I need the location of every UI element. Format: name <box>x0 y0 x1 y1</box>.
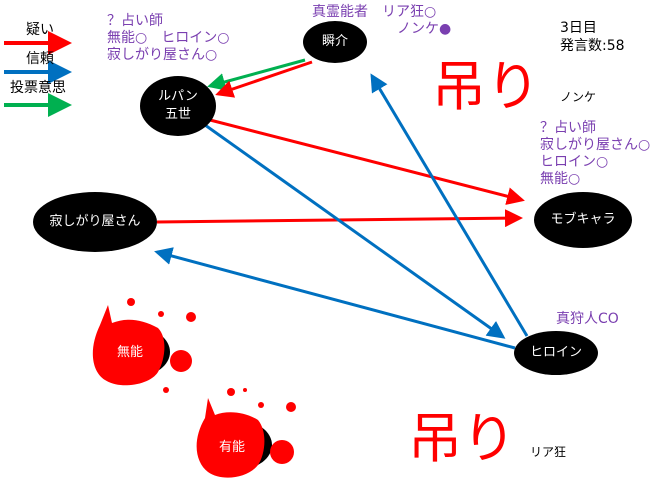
day-label: 3日目 <box>560 20 597 36</box>
node-lupin-label-line2: 五世 <box>164 107 191 122</box>
legend-trust-label: 信頼 <box>26 51 54 67</box>
node-shunsuke <box>303 21 367 63</box>
shunsuke-note-line: ノンケ● <box>397 21 452 37</box>
node-munou-dead <box>92 298 196 393</box>
lupin-note: ？占い師 無能○ ヒロイン○ 寂しがり屋さん○ <box>107 13 229 64</box>
node-heroine <box>514 331 598 375</box>
post-count: 発言数:58 <box>560 38 625 54</box>
hanged-mark-2: 吊り <box>408 407 516 470</box>
mobchara-note-line: ？占い師 <box>540 120 596 136</box>
node-yuunou-dead <box>196 388 296 478</box>
node-mobchara-label: モブキャラ <box>550 212 616 227</box>
shunsuke-note: 真霊能者 リア狂○ ノンケ● <box>312 4 451 38</box>
legend-vote-label: 投票意思 <box>10 80 66 96</box>
heroine-note: 真狩人CO <box>556 311 619 327</box>
node-yuunou-label: 有能 <box>218 440 246 455</box>
node-munou-label: 無能 <box>116 345 144 360</box>
node-shunsuke-label: 瞬介 <box>321 34 349 49</box>
arrow-heroine-trust-shunsuke <box>370 73 529 337</box>
mobchara-note: ？占い師 寂しがり屋さん○ ヒロイン○ 無能○ <box>540 120 650 188</box>
node-lupin-label-line1: ルパン <box>158 89 198 104</box>
arrow-lupin-trust-heroine <box>204 123 506 339</box>
lupin-note-line: 無能○ ヒロイン○ <box>107 30 230 46</box>
hanged-name-2: リア狂 <box>530 445 567 459</box>
node-sabishigari-label: 寂しがり屋さん <box>49 214 141 229</box>
hanged-name-1: ノンケ <box>560 90 597 104</box>
arrow-shunsuke-suspect-lupin <box>215 60 313 98</box>
hanged-mark-1: 吊り <box>432 55 540 118</box>
node-mobchara <box>534 192 632 248</box>
legend-suspect-label: 疑い <box>26 22 54 38</box>
mobchara-note-line: 無能○ <box>540 171 581 187</box>
arrow-heroine-trust-sabishigari <box>154 247 516 350</box>
lupin-note-line: ？占い師 <box>107 13 163 29</box>
mobchara-note-line: 寂しがり屋さん○ <box>540 137 651 153</box>
node-lupin <box>140 76 216 136</box>
node-heroine-label: ヒロイン <box>529 345 583 360</box>
node-lupin-label: ルパン 五世 <box>158 88 198 124</box>
mobchara-note-line: ヒロイン○ <box>540 154 609 170</box>
node-sabishigari <box>33 192 157 252</box>
shunsuke-note-line: 真霊能者 リア狂○ <box>312 4 437 20</box>
lupin-note-line: 寂しがり屋さん○ <box>107 47 218 63</box>
arrow-lupin-suspect-mobchara <box>209 118 525 205</box>
